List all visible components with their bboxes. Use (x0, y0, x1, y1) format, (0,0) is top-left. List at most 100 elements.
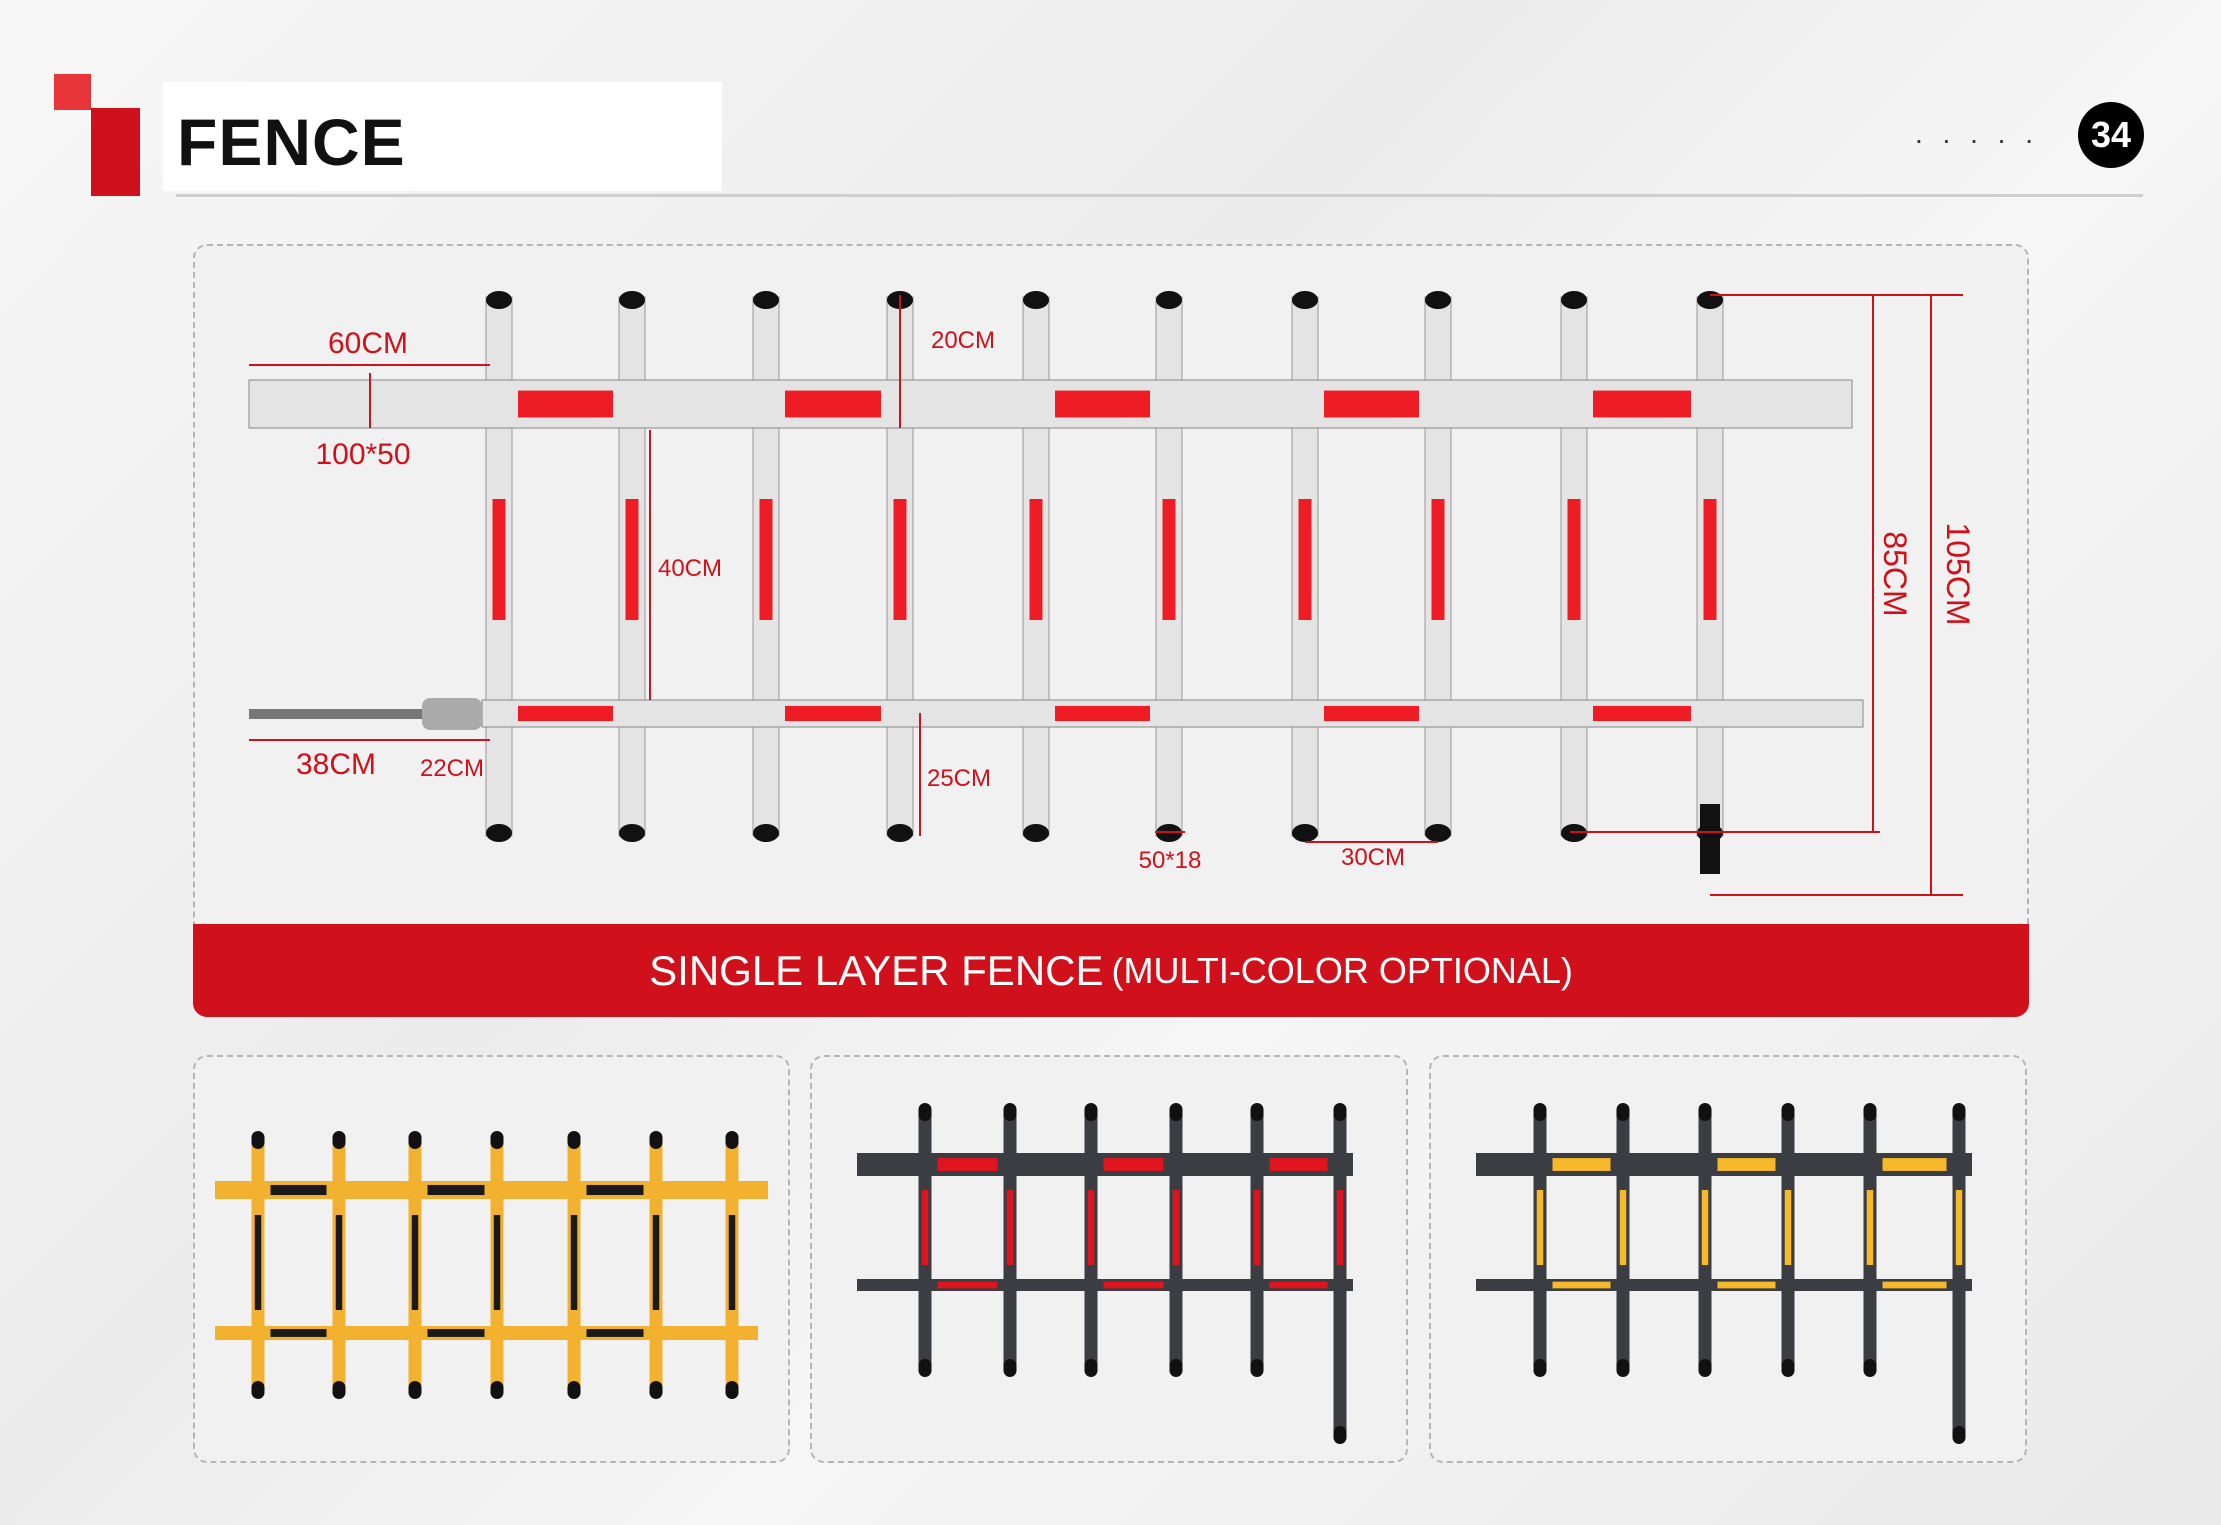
post-stripe (411, 1215, 419, 1310)
logo-square-small (54, 74, 91, 110)
rail-stripe (1717, 1281, 1776, 1289)
dim-100x50: 100*50 (315, 438, 411, 471)
post-stripe (1298, 499, 1312, 620)
caption-main: SINGLE LAYER FENCE (649, 946, 1104, 994)
dim-20cm: 20CM (930, 327, 996, 354)
post-cap (1292, 824, 1318, 842)
dim-38cm: 38CM (295, 748, 377, 781)
post-stripe (1029, 499, 1043, 620)
post-stripe (625, 499, 639, 620)
post-stripe (1172, 1190, 1180, 1265)
post-cap (1781, 1359, 1795, 1377)
post-stripe (1336, 1190, 1344, 1265)
post-stripe (1955, 1190, 1963, 1265)
rail-stripe (1269, 1281, 1328, 1289)
page-number-badge: 34 (2078, 102, 2144, 168)
post-stripe (493, 1215, 501, 1310)
post-cap (753, 291, 779, 309)
rail-stripe (1593, 705, 1691, 722)
post-stripe (1567, 499, 1581, 620)
post-cap (1781, 1103, 1795, 1121)
variant-panel-dark-red (810, 1055, 1408, 1463)
rail-stripe (427, 1184, 485, 1196)
caption-band: SINGLE LAYER FENCE (MULTI-COLOR OPTIONAL… (193, 924, 2029, 1017)
post-stripe (254, 1215, 262, 1310)
post-cap (725, 1381, 739, 1399)
post-cap (1003, 1359, 1017, 1377)
post-stripe (1536, 1190, 1544, 1265)
rail-stripe (270, 1329, 327, 1337)
post-cap (1952, 1426, 1966, 1444)
post-stripe (1866, 1190, 1874, 1265)
post-cap (332, 1131, 346, 1149)
post-cap (1250, 1359, 1264, 1377)
post-cap (408, 1131, 422, 1149)
post-cap (1561, 291, 1587, 309)
logo-square-large (91, 108, 140, 196)
post-cap (1863, 1359, 1877, 1377)
post-cap (1333, 1426, 1347, 1444)
post-cap (490, 1381, 504, 1399)
rail-stripe (937, 1158, 998, 1171)
rail-stripe (518, 705, 613, 722)
post-cap (567, 1381, 581, 1399)
rail-stripe (1882, 1281, 1947, 1289)
post-cap (1250, 1103, 1264, 1121)
post-cap (251, 1131, 265, 1149)
post-stripe (759, 499, 773, 620)
post-cap (649, 1131, 663, 1149)
dim-30cm: 30CM (1340, 844, 1406, 871)
rail-stripe (1552, 1158, 1611, 1171)
rail-stripe (586, 1329, 644, 1337)
connecting-rod (249, 709, 429, 719)
post-stripe (1162, 499, 1176, 620)
post-cap (1425, 291, 1451, 309)
post-stripe (1006, 1190, 1014, 1265)
post-cap (567, 1131, 581, 1149)
post-cap (1084, 1103, 1098, 1121)
post-cap (619, 291, 645, 309)
post-cap (408, 1381, 422, 1399)
post-stripe (1087, 1190, 1095, 1265)
post-cap (753, 824, 779, 842)
post-cap (1698, 1103, 1712, 1121)
post-cap (1333, 1103, 1347, 1121)
rail-stripe (1717, 1158, 1776, 1171)
rail-stripe (1593, 390, 1691, 418)
post-stripe (652, 1215, 660, 1310)
rail-stripe (1103, 1158, 1164, 1171)
rail-stripe (785, 705, 881, 722)
rail-stripe (586, 1184, 644, 1196)
post-cap (1156, 291, 1182, 309)
dim-40cm: 40CM (657, 555, 723, 582)
post-stripe (570, 1215, 578, 1310)
title-box (163, 82, 722, 191)
post-cap (1698, 1359, 1712, 1377)
post-cap (1425, 824, 1451, 842)
post-cap (1169, 1359, 1183, 1377)
rail-stripe (270, 1184, 327, 1196)
rail-stripe (937, 1281, 998, 1289)
post-cap (1616, 1103, 1630, 1121)
post-cap (887, 824, 913, 842)
rail-stripe (1269, 1158, 1328, 1171)
post-stripe (1431, 499, 1445, 620)
post-cap (1952, 1103, 1966, 1121)
post-stripe (335, 1215, 343, 1310)
post-cap (490, 1131, 504, 1149)
post-cap (1863, 1103, 1877, 1121)
post-cap (619, 824, 645, 842)
fence-rail (248, 379, 1853, 429)
header-divider (176, 194, 2143, 197)
post-cap (486, 291, 512, 309)
post-stripe (1253, 1190, 1261, 1265)
post-cap (486, 824, 512, 842)
rail-stripe (1324, 705, 1419, 722)
post-cap (1616, 1359, 1630, 1377)
rail-stripe (1055, 705, 1150, 722)
post-stripe (1619, 1190, 1627, 1265)
post-stripe (921, 1190, 929, 1265)
post-cap (1023, 291, 1049, 309)
rail-stripe (1324, 390, 1419, 418)
post-cap (1533, 1359, 1547, 1377)
